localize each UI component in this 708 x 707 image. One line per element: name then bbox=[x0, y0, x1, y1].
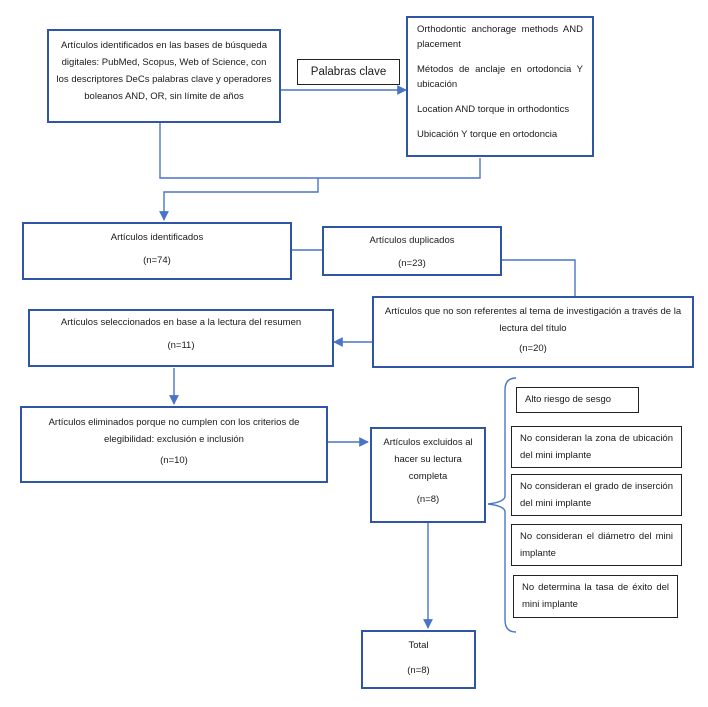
reason-text: No determina la tasa de éxito del mini i… bbox=[522, 582, 669, 610]
duplicated-box: Artículos duplicados (n=23) bbox=[322, 226, 502, 276]
eliminated-count: (n=10) bbox=[160, 455, 188, 466]
reason-text: No consideran el diámetro del mini impla… bbox=[520, 531, 673, 559]
reason-box: No consideran la zona de ubicación del m… bbox=[511, 426, 682, 468]
keyword-item: Ubicación Y torque en ortodoncia bbox=[417, 129, 558, 140]
selected-box: Artículos seleccionados en base a la lec… bbox=[28, 309, 334, 367]
eliminated-box: Artículos eliminados porque no cumplen c… bbox=[20, 406, 328, 483]
keyword-item: Métodos de anclaje en ortodoncia Y ubica… bbox=[417, 64, 583, 90]
reason-box: Alto riesgo de sesgo bbox=[516, 387, 639, 413]
keyword-item: Location AND torque in orthodontics bbox=[417, 104, 570, 115]
search-box: Artículos identificados en las bases de … bbox=[47, 29, 281, 123]
excluded-box: Artículos excluidos al hacer su lectura … bbox=[370, 427, 486, 523]
not-relevant-label: Artículos que no son referentes al tema … bbox=[384, 306, 682, 334]
duplicated-count: (n=23) bbox=[398, 258, 426, 269]
reason-text: No consideran el grado de inserción del … bbox=[520, 481, 673, 509]
keywords-label-box: Palabras clave bbox=[297, 59, 400, 85]
total-label: Total bbox=[408, 640, 429, 651]
reason-text: No consideran la zona de ubicación del m… bbox=[520, 433, 673, 461]
identified-label: Artículos identificados bbox=[110, 232, 204, 243]
duplicated-label: Artículos duplicados bbox=[369, 235, 455, 246]
connector-duplicated-to-notrelevant bbox=[502, 259, 576, 296]
search-text: Artículos identificados en las bases de … bbox=[56, 40, 272, 102]
keyword-item: Orthodontic anchorage methods AND placem… bbox=[417, 24, 583, 50]
not-relevant-box: Artículos que no son referentes al tema … bbox=[372, 296, 694, 368]
not-relevant-count: (n=20) bbox=[519, 343, 547, 354]
selected-label: Artículos seleccionados en base a la lec… bbox=[60, 317, 302, 328]
eliminated-label: Artículos eliminados porque no cumplen c… bbox=[48, 417, 300, 445]
keywords-box: Orthodontic anchorage methods AND placem… bbox=[406, 16, 594, 157]
reason-text: Alto riesgo de sesgo bbox=[525, 394, 612, 405]
keywords-label: Palabras clave bbox=[310, 66, 387, 78]
total-count: (n=8) bbox=[407, 665, 430, 676]
total-box: Total (n=8) bbox=[361, 630, 476, 689]
reason-box: No consideran el diámetro del mini impla… bbox=[511, 524, 682, 566]
identified-box: Artículos identificados (n=74) bbox=[22, 222, 292, 280]
selected-count: (n=11) bbox=[167, 340, 195, 351]
identified-count: (n=74) bbox=[143, 255, 171, 266]
connector-merge-to-identified bbox=[159, 178, 319, 221]
reason-box: No consideran el grado de inserción del … bbox=[511, 474, 682, 516]
excluded-count: (n=8) bbox=[416, 494, 440, 505]
excluded-label: Artículos excluidos al hacer su lectura … bbox=[383, 437, 473, 482]
reason-box: No determina la tasa de éxito del mini i… bbox=[513, 575, 678, 618]
